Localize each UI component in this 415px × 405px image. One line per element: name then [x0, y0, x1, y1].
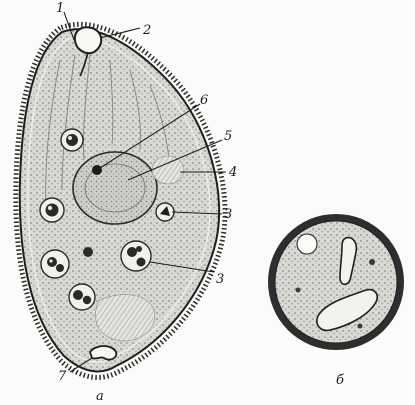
cytostome	[75, 27, 101, 53]
food-vacuole	[156, 203, 174, 221]
label-5: 5	[224, 129, 232, 144]
label-7: 7	[58, 369, 67, 384]
food-vacuole	[69, 284, 95, 310]
caption-b: б	[336, 373, 344, 388]
label-4: 4	[228, 165, 237, 180]
cytoplasm-granules	[152, 156, 184, 184]
food-vacuole	[83, 247, 93, 257]
label-3a: 3	[224, 207, 232, 222]
label-6: 6	[200, 93, 208, 108]
food-vacuole	[41, 250, 69, 278]
food-vacuole	[40, 198, 64, 222]
food-vacuole	[121, 241, 151, 271]
label-2: 2	[142, 23, 151, 38]
endoplasm-posterior	[96, 295, 155, 341]
cell-b	[268, 214, 404, 350]
leader-2	[100, 28, 140, 38]
cell-b-vacuole	[297, 234, 317, 254]
macronucleus	[73, 152, 157, 224]
cell-a	[16, 24, 225, 377]
label-1: 1	[56, 1, 64, 16]
food-vacuole	[61, 129, 83, 151]
cytopyge	[90, 346, 116, 360]
label-3b: 3	[216, 272, 224, 287]
caption-a: а	[96, 389, 104, 404]
